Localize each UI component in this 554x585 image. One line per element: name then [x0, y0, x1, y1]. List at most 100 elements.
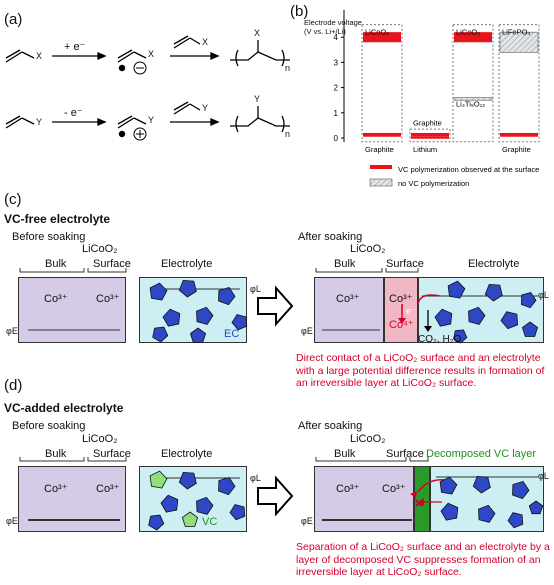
polymer-n-1: n	[285, 63, 291, 73]
chart-bottom-label-3: Graphite	[502, 145, 531, 154]
radical-cation	[117, 115, 147, 129]
oxidation-label: - e⁻	[64, 107, 83, 119]
c-surface-right: Surface	[386, 258, 424, 270]
sub-x-4: X	[254, 28, 261, 38]
c-licoo2-left: LiCoO₂	[82, 243, 118, 255]
sub-y-1: Y	[36, 117, 43, 127]
chart-band-3-0	[499, 31, 539, 53]
chart-ylabel-2: (V vs. Li+/Li)	[304, 27, 346, 36]
chart-band-2-1	[453, 97, 493, 101]
c-co4-surface: Co⁴⁺	[389, 319, 414, 331]
chart-band-3-1	[500, 132, 538, 137]
d-decomposed-label: Decomposed VC layer	[424, 448, 539, 460]
sub-y-4: Y	[254, 94, 261, 104]
chart-band-2-0	[454, 32, 492, 43]
chart-band-0-0	[363, 32, 401, 43]
d-surface-right: Surface	[386, 448, 424, 460]
chart-ytick-label-2: 2	[334, 84, 339, 93]
d-surface-left: Surface	[93, 448, 131, 460]
chart-ytick-label-3: 3	[334, 58, 339, 67]
c-electron-label: e⁻	[406, 306, 416, 316]
c-co3-surface-right: Co³⁺	[389, 293, 413, 305]
chart-top-label-1: Graphite	[413, 118, 442, 127]
reaction-scheme	[5, 35, 290, 141]
minus-charge-icon	[133, 61, 147, 75]
radical-dot-2	[118, 130, 126, 138]
chart-bottom-label-2: Li₄Ti₅O₁₂	[456, 100, 485, 109]
transition-arrow-d	[257, 475, 294, 517]
vinyl-monomer-2	[5, 115, 35, 129]
chart-column-1	[409, 128, 451, 143]
panel-label-a: (a)	[4, 11, 23, 28]
c-bulk-right: Bulk	[334, 258, 356, 270]
panel-label-b: (b)	[290, 3, 309, 20]
d-bulk-electrode-left	[18, 466, 126, 532]
c-bulk-electrode-right	[314, 277, 384, 343]
chart-bottom-label-1: Lithium	[413, 145, 437, 154]
d-phi-l-left: φL	[250, 473, 261, 483]
c-bulk-left: Bulk	[45, 258, 67, 270]
panel-c-after: After soaking	[298, 231, 363, 243]
panel-label-c: (c)	[4, 191, 22, 208]
c-phi-e-left: φE	[6, 326, 18, 336]
reduction-label: + e⁻	[64, 41, 86, 53]
d-electrolyte-left: Electrolyte	[161, 448, 213, 460]
chart-bottom-label-0: Graphite	[365, 145, 394, 154]
panel-d-caption: Separation of a LiCoO₂ surface and an el…	[296, 541, 550, 578]
voltage-chart: 01234LiCoO₂GraphiteGraphiteLithiumLiCoO₂…	[334, 10, 540, 188]
d-electrolyte-right-box	[430, 466, 544, 532]
d-co3-bulk-left: Co³⁺	[44, 483, 68, 495]
chart-legend-swatch-0	[370, 165, 392, 169]
d-phi-e-left: φE	[6, 516, 18, 526]
c-electrolyte-right: Electrolyte	[468, 258, 520, 270]
chart-ytick-label-1: 1	[334, 109, 339, 118]
sub-x-2: X	[148, 49, 155, 59]
c-phi-l-left: φL	[250, 284, 261, 294]
plus-charge-icon	[133, 127, 147, 141]
d-phi-l-right: φL	[538, 471, 549, 481]
chart-band-0-1	[363, 132, 401, 137]
d-bulk-right: Bulk	[334, 448, 356, 460]
d-co3-surface-left: Co³⁺	[96, 483, 120, 495]
c-ec-label: EC	[224, 328, 240, 340]
chart-top-label-2: LiCoO₂	[456, 28, 480, 37]
polymer-bracket-1	[235, 49, 285, 67]
d-decomposed-vc-layer	[414, 466, 430, 532]
chart-top-label-3: LiFePO₄	[502, 28, 531, 37]
chart-column-3	[498, 24, 540, 143]
polymer-bracket-2	[235, 115, 285, 133]
sub-x-1: X	[36, 51, 43, 61]
panel-d-title: VC-added electrolyte	[4, 401, 124, 415]
d-licoo2-left: LiCoO₂	[82, 433, 118, 445]
chart-band-1-0	[411, 132, 449, 137]
c-reaction-surface	[384, 277, 418, 343]
c-electrolyte-left: Electrolyte	[161, 258, 213, 270]
radical-anion	[117, 49, 147, 63]
chart-legend-swatch-1	[369, 178, 393, 187]
chart-ytick-label-4: 4	[334, 33, 339, 42]
c-phi-e-right: φE	[301, 326, 313, 336]
d-co3-surface-right: Co³⁺	[382, 483, 406, 495]
chart-legend-label-0: VC polymerization observed at the surfac…	[398, 165, 539, 174]
c-bulk-electrode-left	[18, 277, 126, 343]
panel-label-d: (d)	[4, 377, 23, 394]
d-licoo2-right: LiCoO₂	[350, 433, 386, 445]
chart-band-1-1	[411, 136, 449, 139]
c-surface-left: Surface	[93, 258, 131, 270]
d-bulk-electrode-right	[314, 466, 414, 532]
chart-column-2	[452, 24, 494, 143]
c-licoo2-right: LiCoO₂	[350, 243, 386, 255]
d-phi-e-right: φE	[301, 516, 313, 526]
chart-legend-label-1: no VC polymerization	[398, 179, 469, 188]
polymer-n-2: n	[285, 129, 291, 139]
chart-top-label-0: LiCoO₂	[365, 28, 389, 37]
chart-column-0	[361, 24, 403, 143]
panel-d-after: After soaking	[298, 420, 363, 432]
c-products: CO₂, H₂O	[418, 334, 462, 345]
panel-c-before: Before soaking	[12, 231, 86, 243]
panel-c-title: VC-free electrolyte	[4, 212, 111, 226]
chart-ylabel-1: Electrode voltage	[304, 18, 362, 27]
d-bulk-left: Bulk	[45, 448, 67, 460]
transition-arrow-c	[257, 285, 294, 327]
vinyl-monomer-1	[5, 49, 23, 63]
